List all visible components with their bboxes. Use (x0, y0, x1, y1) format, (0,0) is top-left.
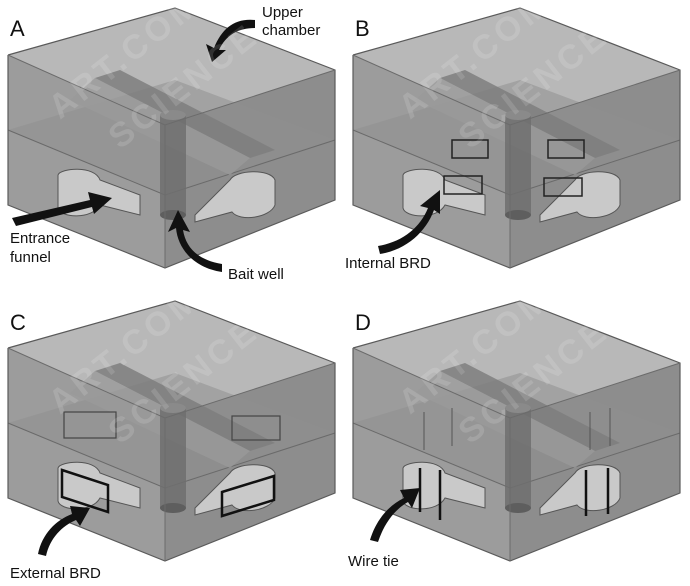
entrance-funnel-label-2: funnel (10, 249, 51, 266)
internal-brd-lower-right (543, 177, 583, 197)
panel-label-c: C (10, 310, 26, 335)
panel-label-a: A (10, 16, 25, 41)
internal-brd-arrow (378, 190, 440, 254)
panel-d: D Wire tie (348, 300, 681, 570)
bait-well-arrow (168, 210, 222, 272)
panel-b: B Internal BRD (345, 7, 681, 272)
external-brd-right (220, 474, 276, 518)
external-brd-left (60, 468, 110, 514)
internal-brd-upper-right (547, 139, 585, 159)
panel-c: C External BRD (7, 300, 336, 582)
internal-brd-lower-left (443, 175, 483, 195)
brd-upper-right-outline (231, 415, 281, 441)
bait-well-label: Bait well (228, 266, 284, 283)
wire-tie-label: Wire tie (348, 553, 399, 570)
external-brd-arrow (38, 506, 90, 556)
external-brd-label: External BRD (10, 565, 101, 582)
upper-chamber-arrow (206, 19, 255, 62)
upper-chamber-label-2: chamber (262, 22, 320, 39)
internal-brd-upper-left (451, 139, 489, 159)
entrance-funnel-label-1: Entrance (10, 230, 70, 247)
brd-upper-left-outline (63, 411, 117, 439)
panel-label-d: D (355, 310, 371, 335)
internal-brd-label: Internal BRD (345, 255, 431, 272)
panel-a: A Upper chamber Entrance funnel Bait wel… (7, 4, 336, 283)
panel-label-b: B (355, 16, 370, 41)
upper-chamber-label-1: Upper (262, 4, 303, 21)
wire-tie-arrow (370, 488, 420, 542)
entrance-funnel-arrow (12, 192, 112, 226)
